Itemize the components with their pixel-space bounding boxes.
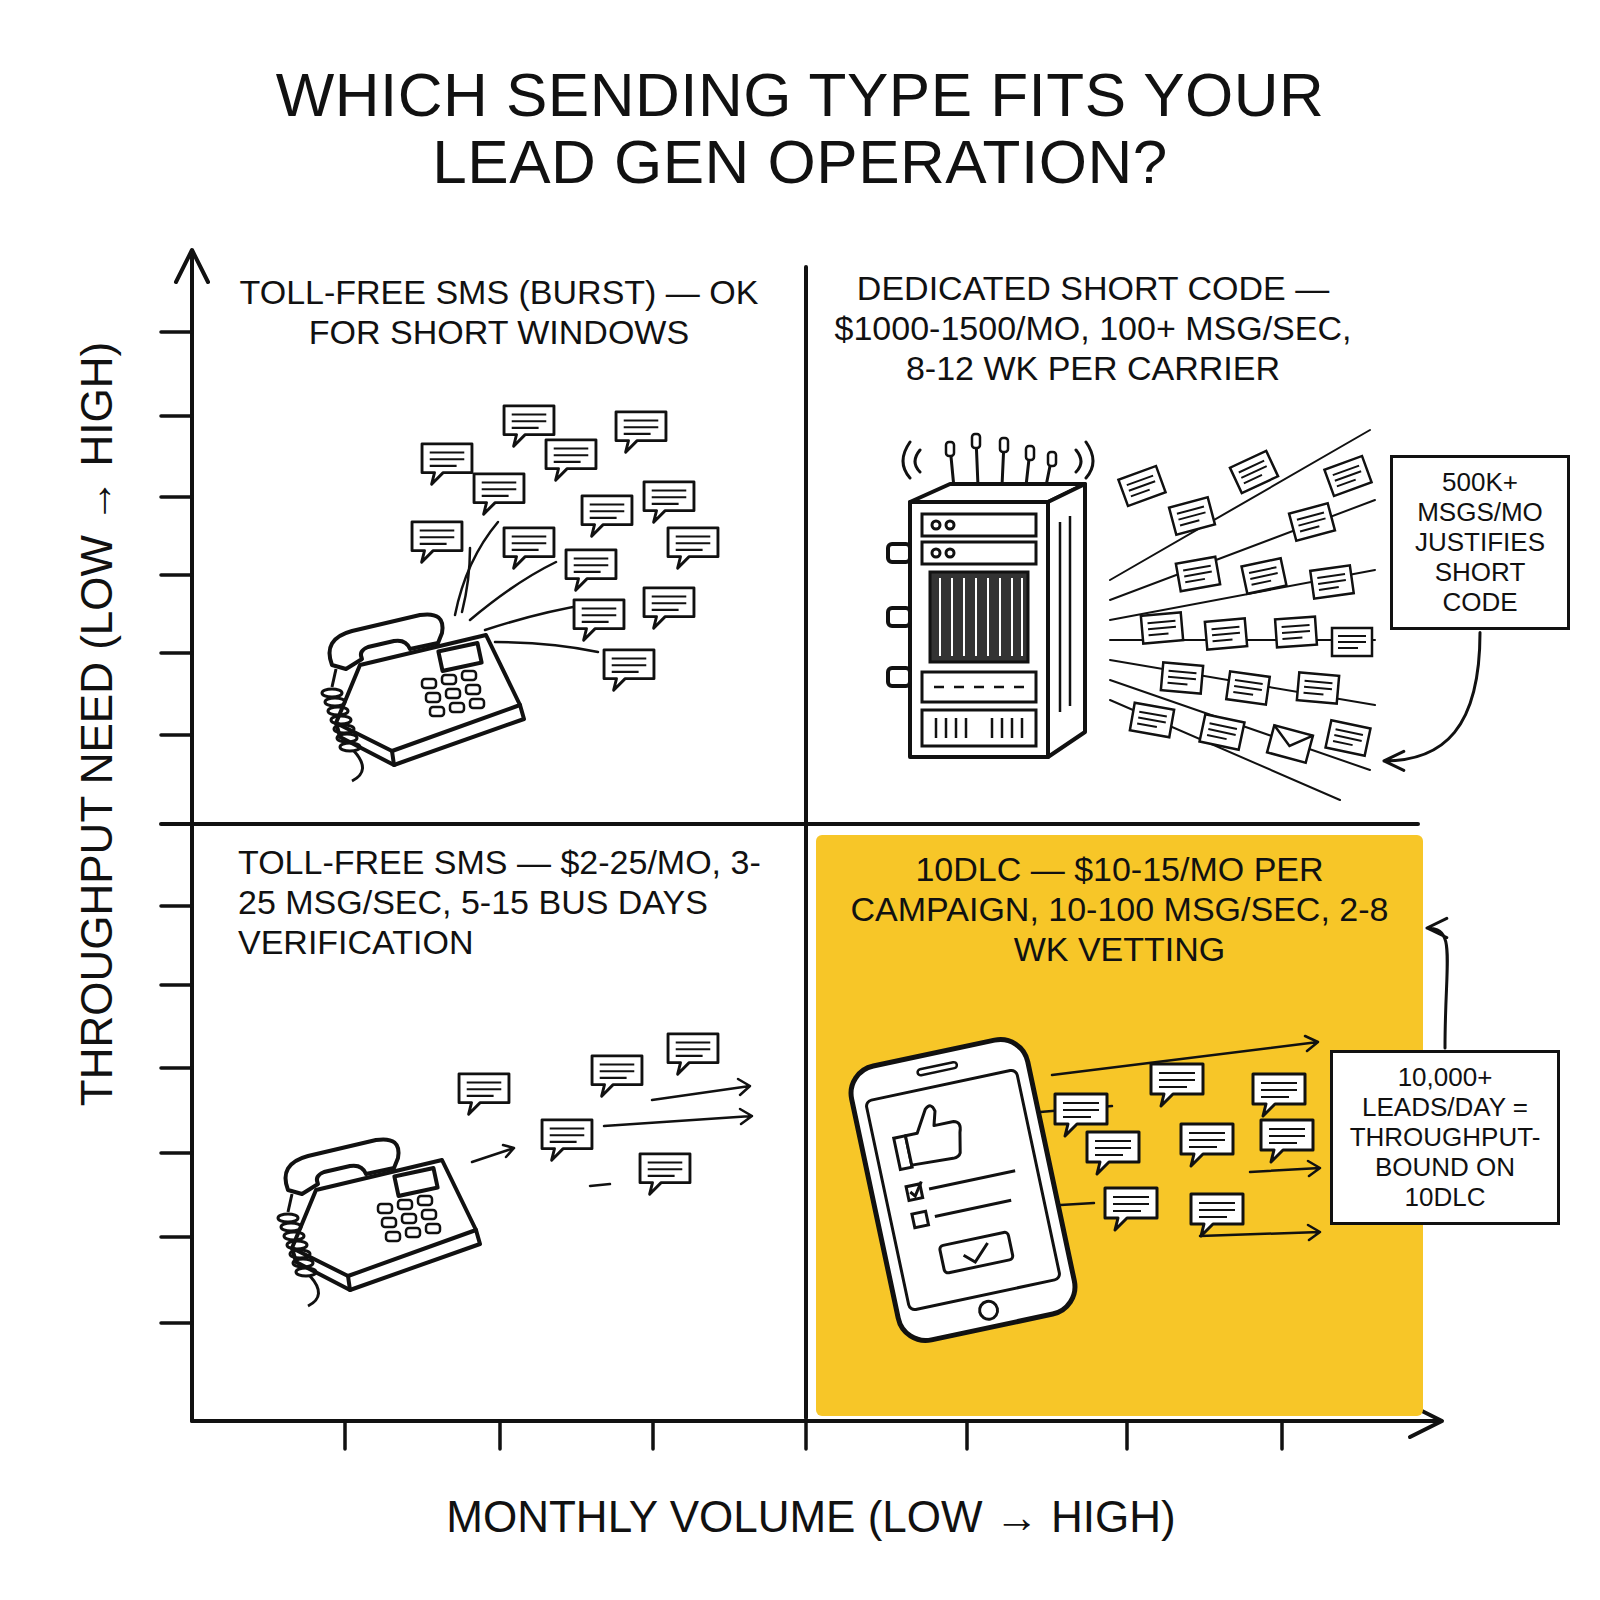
chart-axes [176,250,208,282]
message-bubble-trickle [640,1154,690,1194]
server-rack-icon [888,434,1093,757]
message-bubble-burst [644,482,694,522]
message-bubble-burst [546,440,596,480]
message-card-stream [1275,617,1317,648]
message-card-stream [1169,497,1215,534]
message-card-stream [1297,672,1339,703]
quadrant-divider [161,822,1418,826]
motion-arrow [1200,1225,1320,1240]
message-card-stream [1332,628,1372,656]
message-card-stream [1289,503,1335,540]
message-card-stream [1176,557,1220,592]
message-bubble-trickle [459,1034,718,1194]
message-bubble-burst [566,550,616,590]
callout-arrow [1427,918,1447,1048]
message-card-stream [1118,466,1165,506]
node-text: 500K+ MSGS/MO JUSTIFIES SHORT CODE [1403,468,1557,617]
node-text: TOLL-FREE SMS (BURST) — OK FOR SHORT WIN… [218,272,780,352]
motion-arrow [472,1145,514,1162]
message-card-stream [1267,725,1313,762]
message-bubble-burst [474,474,524,514]
message-bubble-burst [582,496,632,536]
motion-arrow [1250,1161,1320,1176]
message-bubble-burst [604,650,654,690]
message-stream-lines [1110,660,1375,705]
message-bubble-burst [504,528,554,568]
message-bubble-burst [412,522,462,562]
message-card-stream [1226,671,1270,704]
message-bubble-trickle [668,1034,718,1074]
desk-phone-icon [278,1139,480,1306]
motion-arrow [590,1184,610,1186]
node-text: TOLL-FREE SMS — $2-25/MO, 3-25 MSG/SEC, … [238,842,780,962]
message-bubble-flow [1181,1124,1233,1166]
motion-arrow [652,1079,750,1100]
chart-axes [176,250,1442,1437]
chart-axes [190,252,194,1421]
message-bubble-trickle [592,1056,642,1096]
message-bubble-flow [1191,1194,1243,1236]
desk-phone-icon [322,614,524,781]
burst-speed-lines [470,562,556,620]
message-bubble-flow [1055,1064,1313,1236]
axis-label: THROUGHPUT NEED (LOW → HIGH) [73,342,121,1106]
message-bubble-flow [1253,1074,1305,1116]
burst-speed-lines [495,642,598,652]
quadrant-region: TOLL-FREE SMS — $2-25/MO, 3-25 MSG/SEC, … [192,824,806,1421]
motion-arrow [1040,1036,1320,1240]
message-card-stream [1310,565,1354,598]
axis-tick [161,332,192,1323]
message-bubble-trickle [459,1074,509,1114]
message-card-stream [1324,456,1371,496]
axis-tick [345,1421,1282,1449]
burst-speed-lines [462,548,470,612]
message-stream-lines [1110,430,1370,580]
message-stream-lines [1110,700,1340,800]
message-bubble-flow [1261,1120,1313,1162]
diagram-title: WHICH SENDING TYPE FITS YOUR LEAD GEN OP… [200,62,1400,196]
message-bubble-burst [644,588,694,628]
message-card-stream [1161,662,1203,693]
smartphone-icon [846,1034,1080,1345]
message-card-stream [1205,618,1247,649]
callout-box: 500K+ MSGS/MO JUSTIFIES SHORT CODE [1390,455,1570,630]
node-text: DEDICATED SHORT CODE — $1000-1500/MO, 10… [828,268,1358,388]
node-text: 10DLC — $10-15/MO PER CAMPAIGN, 10-100 M… [850,849,1389,969]
message-bubble-trickle [542,1120,592,1160]
message-card-stream [1326,720,1371,756]
message-bubble-flow [1055,1094,1107,1136]
message-card-stream [1230,451,1278,493]
chart-axes [192,1419,1440,1423]
message-stream-lines [1110,430,1375,800]
motion-arrow [604,1109,752,1126]
message-bubble-flow [1105,1188,1157,1230]
quadrant-divider [804,267,808,1418]
quadrant-region: TOLL-FREE SMS (BURST) — OK FOR SHORT WIN… [192,250,806,824]
message-card-stream [1130,703,1174,738]
message-card-stream [1200,714,1245,750]
callout-arrow [1384,633,1480,771]
axis-label: MONTHLY VOLUME (LOW → HIGH) [446,1493,1175,1541]
message-card-stream [1118,451,1372,763]
message-bubble-burst [616,412,666,452]
callout-box: 10,000+ LEADS/DAY = THROUGHPUT-BOUND ON … [1330,1050,1560,1225]
node-text: 10,000+ LEADS/DAY = THROUGHPUT-BOUND ON … [1343,1063,1547,1212]
message-card-stream [1242,558,1287,594]
motion-arrow [472,1079,752,1186]
quadrant-region: DEDICATED SHORT CODE — $1000-1500/MO, 10… [806,250,1380,824]
message-bubble-burst [668,528,718,568]
message-bubble-flow [1087,1132,1139,1174]
message-card-stream [1141,612,1183,643]
message-bubble-burst [574,600,624,640]
message-bubble-burst [422,444,472,484]
message-bubble-flow [1151,1064,1203,1106]
message-stream-lines [1110,500,1375,600]
